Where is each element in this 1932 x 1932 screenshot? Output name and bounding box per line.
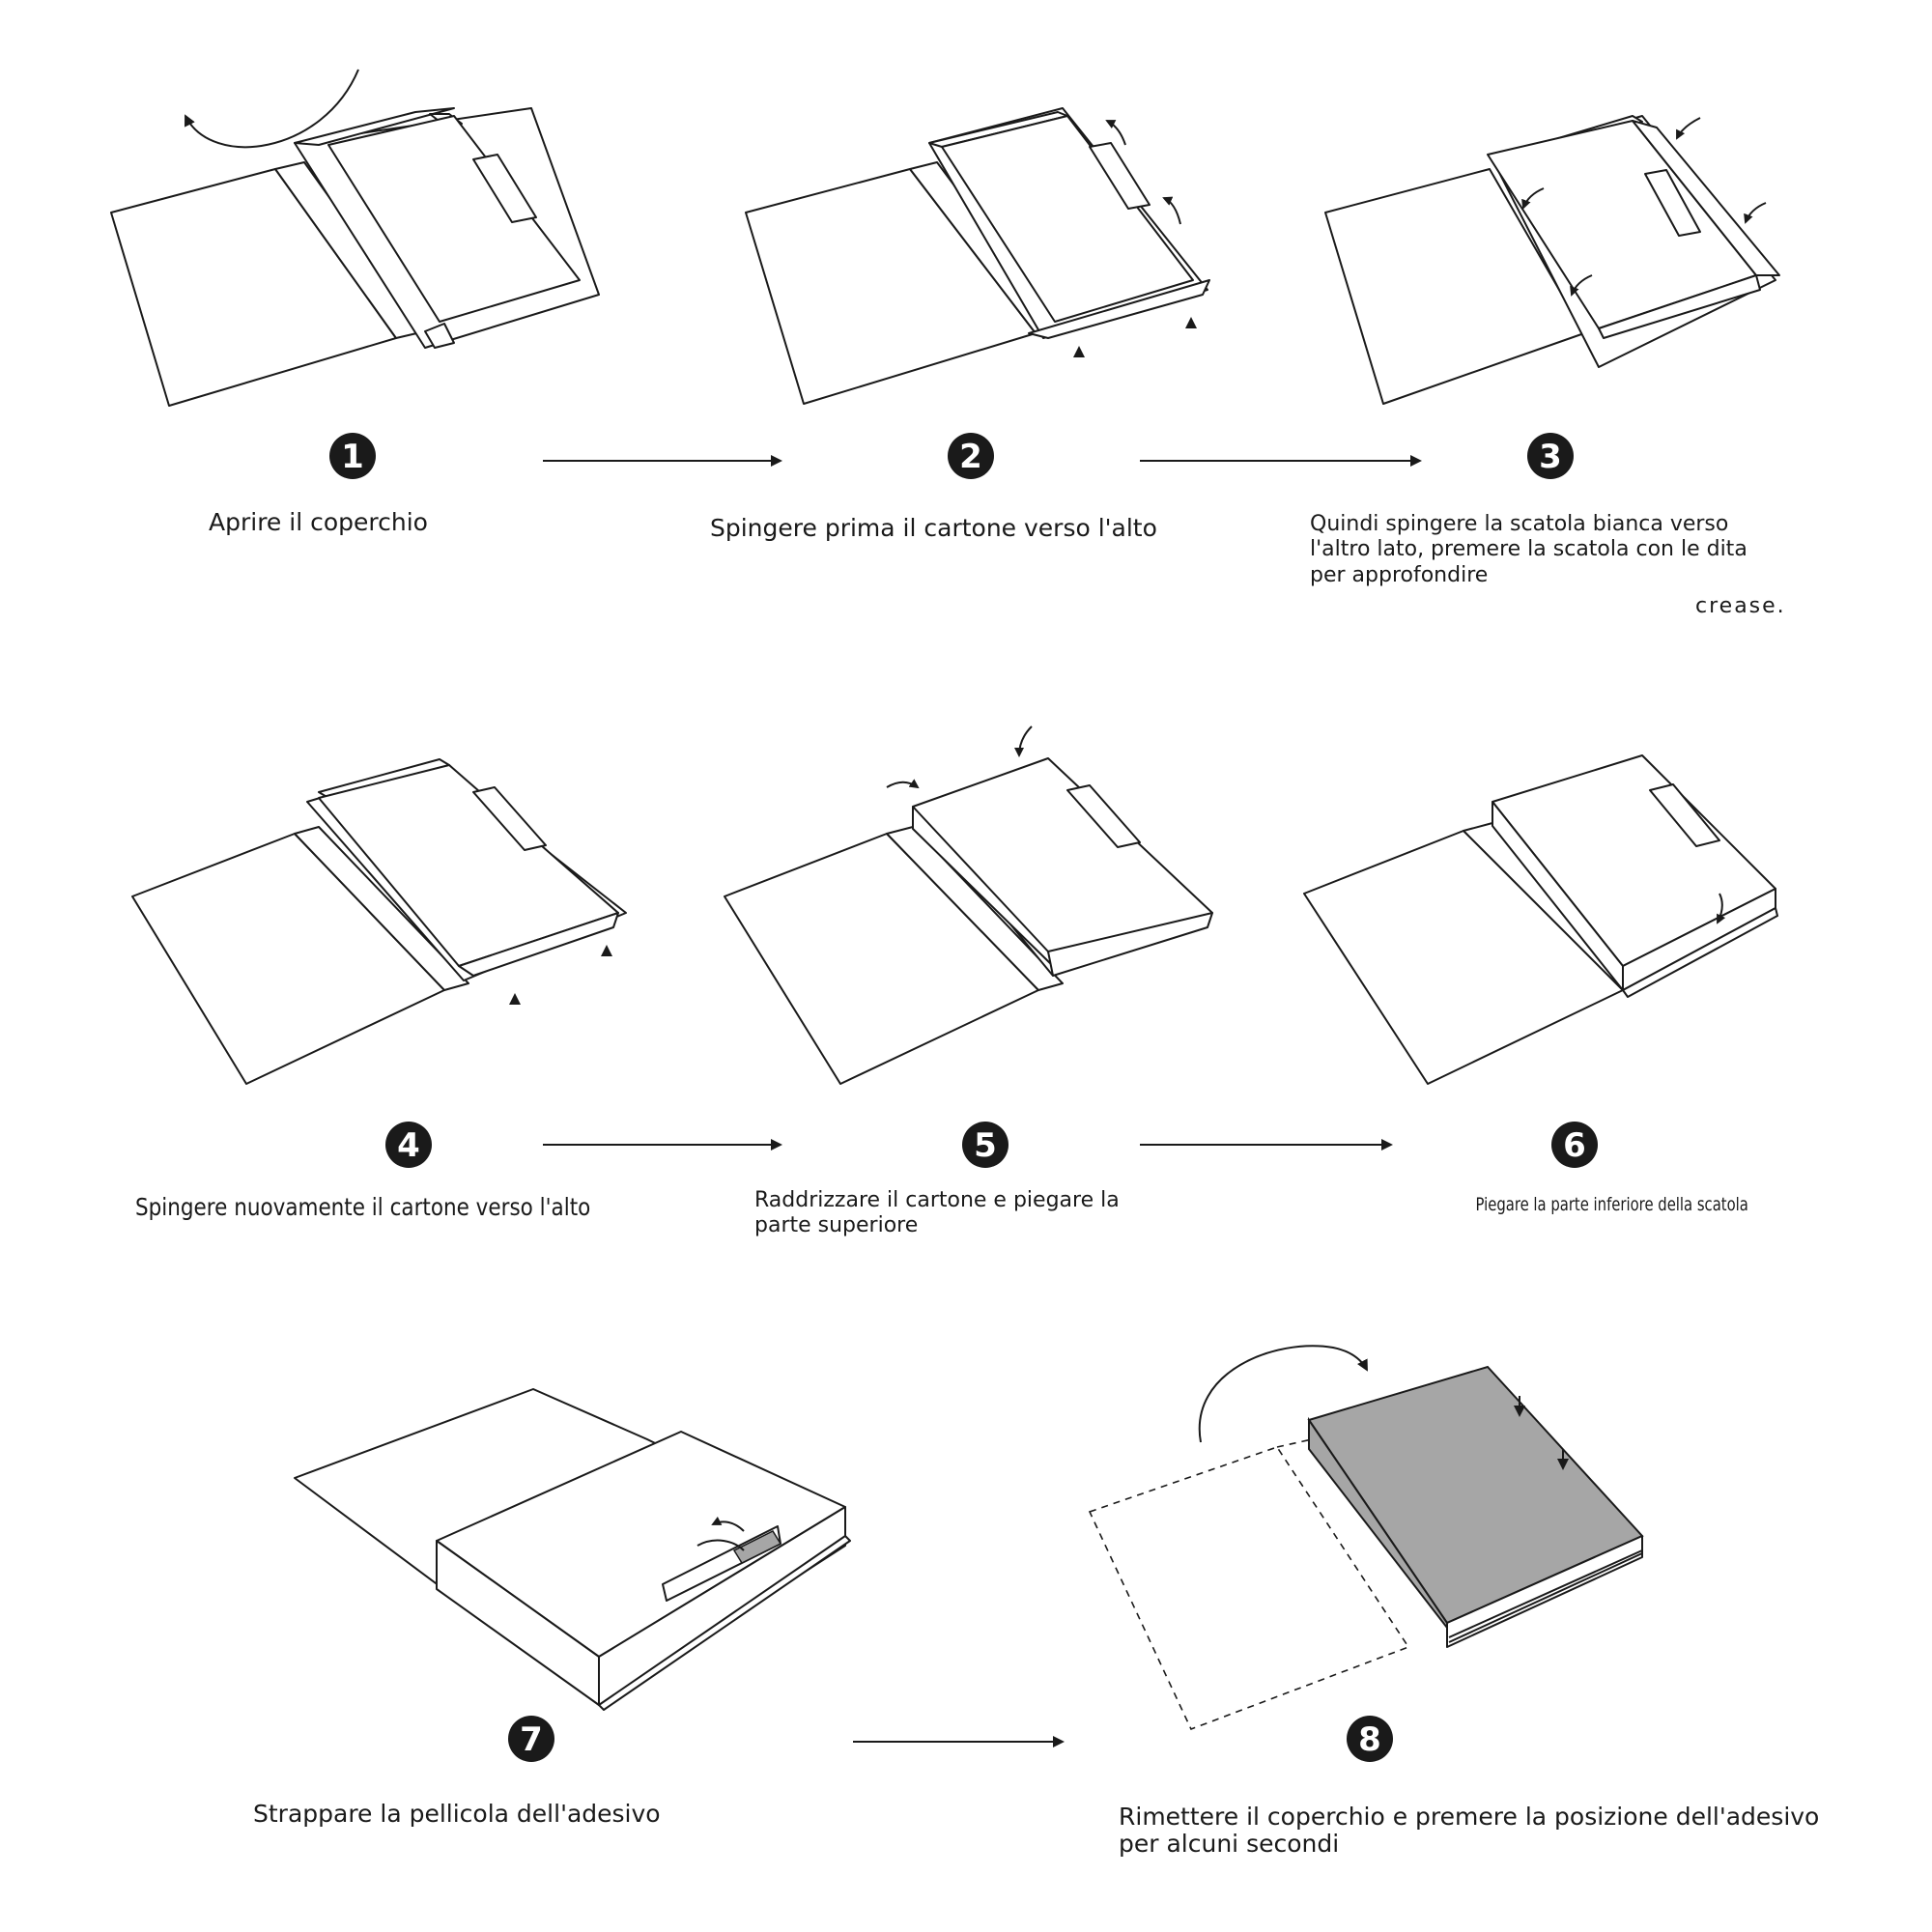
step-3-caption-line-2: l'altro lato, premere la scatola con le … (1310, 537, 1747, 562)
step-2-caption: Spingere prima il cartone verso l'alto (710, 514, 1157, 542)
step-8-number-badge: 8 (1347, 1716, 1393, 1762)
step-8-caption-line-1: Rimettere il coperchio e premere la posi… (1119, 1803, 1820, 1831)
step-8-number: 8 (1358, 1720, 1381, 1759)
step-4-caption: Spingere nuovamente il cartone verso l'a… (135, 1193, 591, 1221)
step-2-number: 2 (959, 438, 982, 476)
step-1-number-badge: 1 (329, 433, 376, 479)
step-8-caption-line-2: per alcuni secondi (1119, 1830, 1340, 1858)
step-7-caption: Strappare la pellicola dell'adesivo (253, 1800, 661, 1828)
step-7-number-badge: 7 (508, 1716, 554, 1762)
step-5-number-badge: 5 (962, 1122, 1009, 1168)
step-3-caption-tail: crease. (1695, 594, 1786, 618)
step-5-caption-line-2: parte superiore (754, 1213, 919, 1238)
step-1-number: 1 (341, 438, 364, 476)
step-5-number: 5 (974, 1126, 997, 1165)
step-7-illustration (294, 1388, 851, 1711)
step-1-caption: Aprire il coperchio (209, 508, 428, 536)
step-3-caption: Quindi spingere la scatola bianca verso … (1310, 512, 1747, 588)
step-3-number: 3 (1539, 438, 1562, 476)
step-4-number: 4 (397, 1126, 420, 1165)
step-8-illustration (1088, 1345, 1644, 1731)
step-6-illustration (1303, 754, 1778, 1085)
step-6-number-badge: 6 (1551, 1122, 1598, 1168)
step-3-caption-line-1: Quindi spingere la scatola bianca verso (1310, 512, 1729, 536)
step-6-number: 6 (1563, 1126, 1586, 1165)
step-4-illustration (131, 758, 627, 1085)
step-3-caption-line-3: per approfondire (1310, 562, 1489, 587)
step-2-illustration (745, 107, 1210, 405)
step-5-illustration (724, 725, 1213, 1085)
step-1-illustration (110, 69, 600, 407)
step-4-number-badge: 4 (385, 1122, 432, 1168)
step-3-number-badge: 3 (1527, 433, 1574, 479)
step-2-number-badge: 2 (948, 433, 994, 479)
step-6-caption: Piegare la parte inferiore della scatola (1475, 1194, 1748, 1215)
step-8-caption: Rimettere il coperchio e premere la posi… (1119, 1804, 1819, 1858)
step-3-illustration (1324, 115, 1780, 405)
step-5-caption-line-1: Raddrizzare il cartone e piegare la (754, 1188, 1120, 1212)
step-7-number: 7 (520, 1720, 543, 1759)
step-5-caption: Raddrizzare il cartone e piegare la part… (754, 1188, 1120, 1239)
